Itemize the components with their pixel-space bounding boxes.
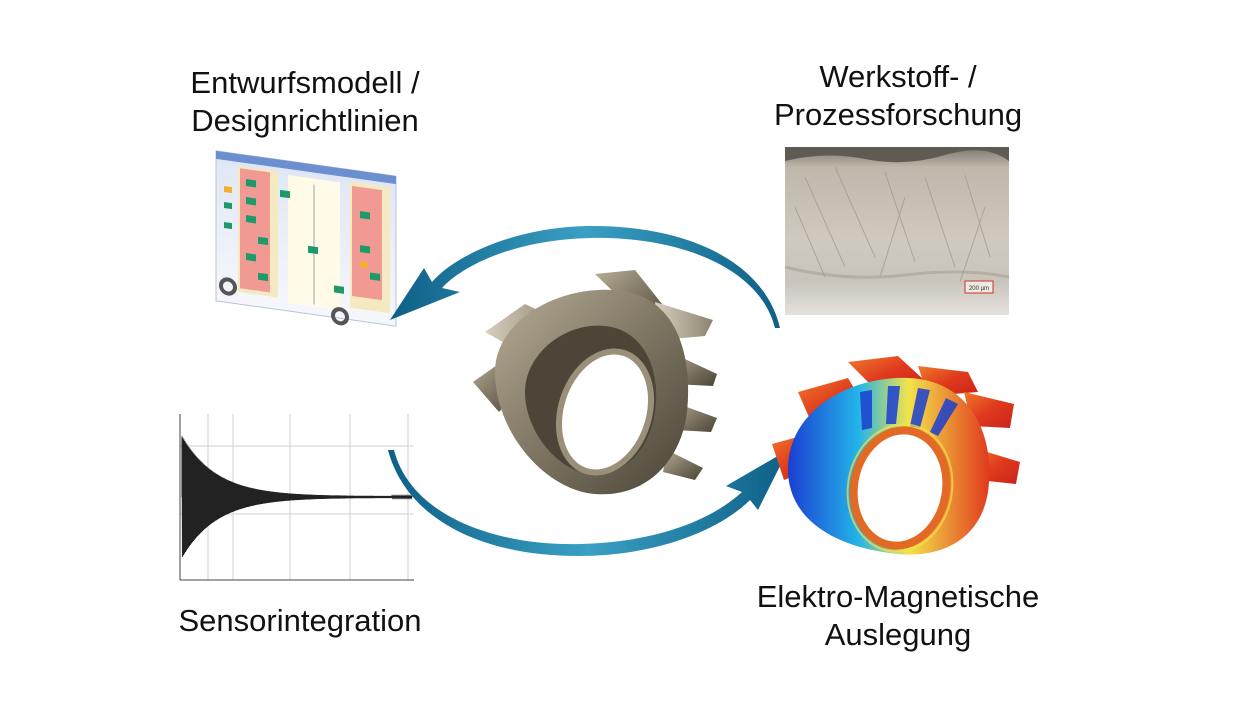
label-sensor-line1: Sensorintegration	[178, 603, 422, 638]
label-material-line2: Prozessforschung	[773, 97, 1023, 132]
sensor-signal-plot	[179, 414, 414, 581]
arrow-bottom	[388, 450, 788, 556]
label-design-model: Entwurfsmodell / Designrichtlinien	[150, 64, 460, 140]
design-model-image	[215, 150, 397, 327]
em-simulation-image	[772, 356, 1020, 555]
label-material-line1: Werkstoff- /	[819, 59, 977, 94]
label-design-line1: Entwurfsmodell /	[190, 65, 420, 100]
label-sensor-integration: Sensorintegration	[150, 602, 450, 640]
label-design-line2: Designrichtlinien	[191, 103, 419, 138]
label-em-design: Elektro-Magnetische Auslegung	[718, 578, 1078, 654]
label-em-line2: Auslegung	[824, 617, 972, 652]
signal-waveform	[181, 436, 413, 557]
arrow-top	[390, 226, 780, 328]
micrograph-image: 200 µm	[784, 147, 1010, 315]
additive-rotor-part-icon	[473, 270, 717, 495]
label-em-line1: Elektro-Magnetische	[756, 579, 1040, 614]
circular-arrows-icon	[388, 226, 788, 556]
label-material-research: Werkstoff- / Prozessforschung	[748, 58, 1048, 134]
micrograph-scale-bar: 200 µm	[969, 286, 989, 292]
